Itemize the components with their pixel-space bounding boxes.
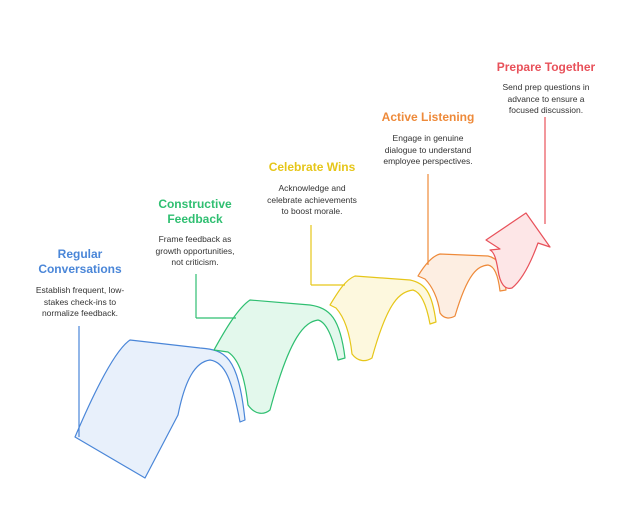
step-3-title: Celebrate Wins (268, 160, 356, 174)
step-5-arrow (485, 117, 551, 289)
step-3-ribbon (310, 225, 437, 362)
step-4-ribbon-body (417, 253, 507, 319)
step-1-ribbon (74, 326, 246, 479)
step-5-title: Prepare Together (496, 60, 596, 74)
step-1-ribbon-body (74, 339, 246, 479)
step-4-title: Active Listening (381, 110, 475, 124)
step-5-arrow-body (485, 212, 551, 289)
step-2-ribbon (195, 274, 346, 414)
step-1-description: Establish frequent, low-stakes check-ins… (35, 285, 125, 318)
step-3-ribbon-body (329, 275, 437, 362)
step-4-ribbon (417, 174, 507, 319)
step-2-ribbon-body (213, 299, 346, 414)
